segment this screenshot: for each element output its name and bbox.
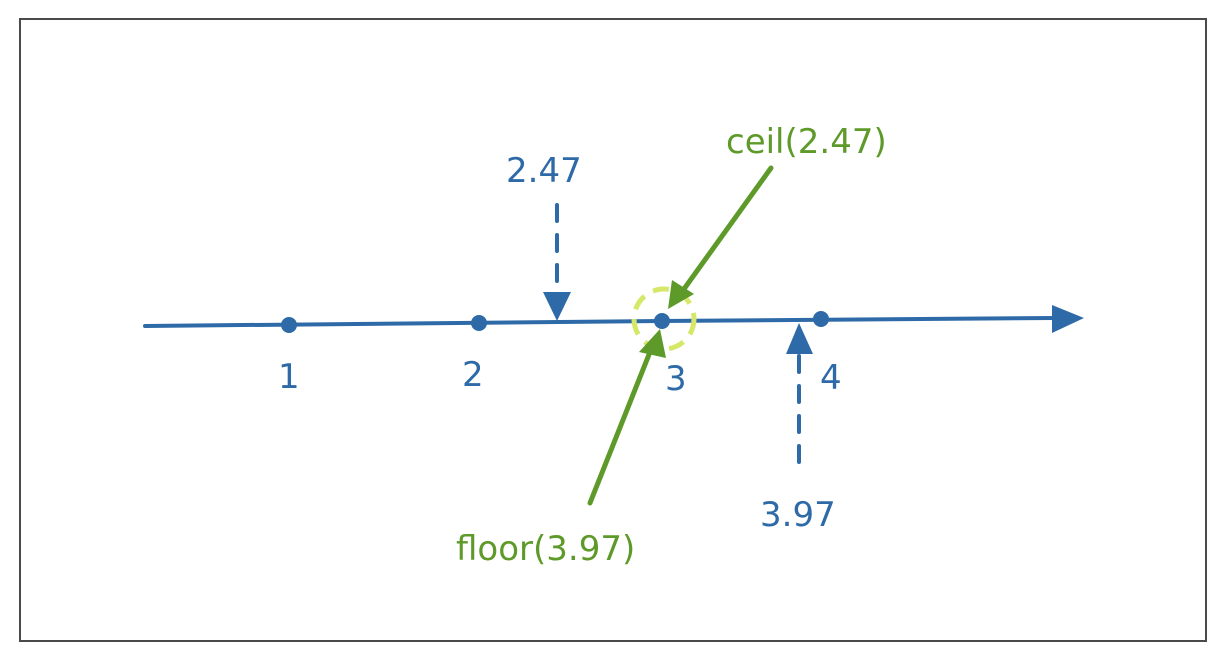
arrow-down-icon (543, 292, 571, 321)
number-line-axis (143, 316, 1057, 328)
point-4 (813, 311, 829, 327)
tick-label-2: 2 (462, 355, 484, 395)
ceil-label: ceil(2.47) (726, 122, 887, 162)
floor-label: floor(3.97) (456, 529, 635, 569)
floor-arrow (587, 349, 653, 506)
floor-arrowhead-icon (639, 329, 666, 358)
ceil-arrowhead-icon (668, 280, 694, 309)
marker-label-3-97: 3.97 (760, 495, 836, 535)
tick-label-1: 1 (278, 357, 300, 397)
arrow-up-icon (786, 323, 813, 354)
tick-label-3: 3 (665, 359, 687, 399)
axis-arrowhead-icon (1052, 305, 1084, 333)
highlight-circle (631, 286, 697, 352)
marker-label-2-47: 2.47 (506, 151, 582, 191)
diagram-frame (19, 18, 1207, 642)
point-1 (281, 317, 297, 333)
tick-label-4: 4 (820, 358, 842, 398)
ceil-arrow (681, 165, 774, 292)
point-3 (654, 313, 670, 329)
point-2 (471, 315, 487, 331)
